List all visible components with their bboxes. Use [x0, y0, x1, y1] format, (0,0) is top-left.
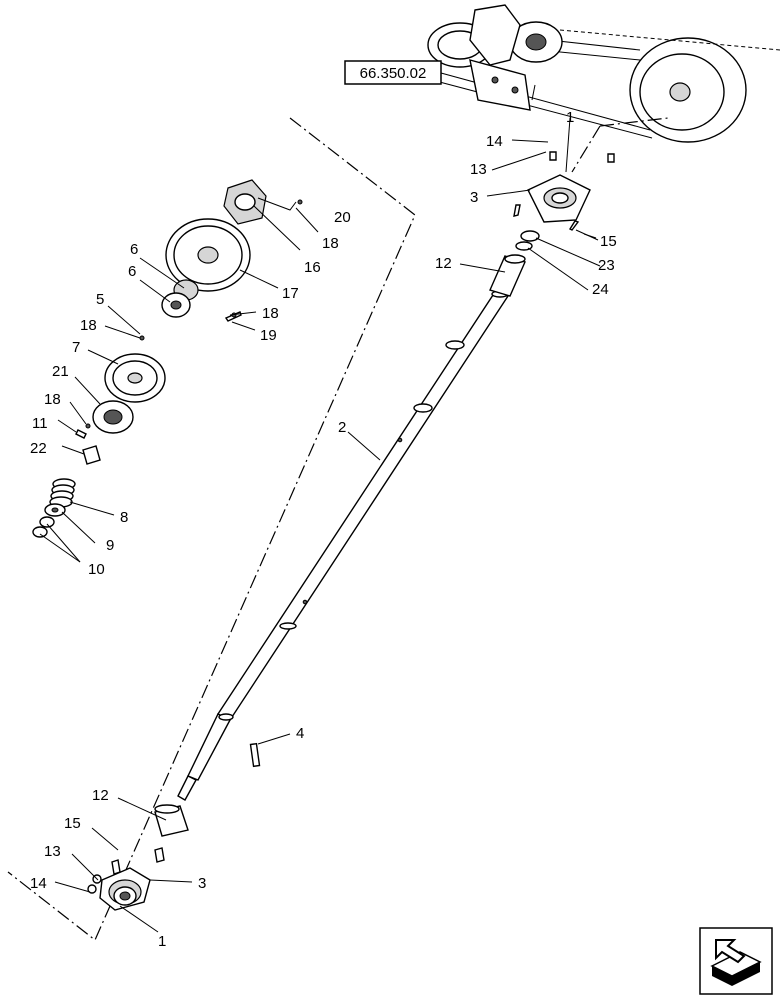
- callout-18-c: 18: [80, 317, 97, 334]
- callout-1-bot: 1: [158, 933, 166, 950]
- callout-16: 16: [304, 259, 321, 276]
- callout-14-bot: 14: [30, 875, 47, 892]
- callout-18-d: 18: [44, 391, 61, 408]
- callout-19: 19: [260, 327, 277, 344]
- callout-4: 4: [296, 725, 304, 742]
- callout-2: 2: [338, 419, 346, 436]
- callout-9: 9: [106, 537, 114, 554]
- reference-number: 66.350.02: [360, 65, 427, 82]
- back-arrow-icon[interactable]: [699, 927, 773, 995]
- callout-13-top: 13: [470, 161, 487, 178]
- callout-20: 20: [334, 209, 351, 226]
- callout-12-bot: 12: [92, 787, 109, 804]
- leader-lines: [39, 117, 601, 933]
- callout-23: 23: [598, 257, 615, 274]
- callout-11: 11: [32, 415, 48, 432]
- callout-1-top: 1: [566, 109, 574, 126]
- callout-18-b: 18: [262, 305, 279, 322]
- callout-6-a: 6: [130, 241, 138, 258]
- callout-17: 17: [282, 285, 299, 302]
- callout-24: 24: [592, 281, 609, 298]
- callout-14-top: 14: [486, 133, 503, 150]
- callout-12-top: 12: [435, 255, 452, 272]
- callout-labels: 1 14 13 3 15 23 24 12 20 18 16 17 18 19 …: [30, 109, 617, 950]
- assembly-boundary-line: [7, 117, 416, 941]
- callout-13-bot: 13: [44, 843, 61, 860]
- left-exploded-parts: [32, 179, 303, 538]
- callout-5: 5: [96, 291, 104, 308]
- callout-18-a: 18: [322, 235, 339, 252]
- bottom-bearing-assembly: [87, 804, 189, 911]
- callout-22: 22: [30, 440, 47, 457]
- callout-21: 21: [52, 363, 69, 380]
- callout-10: 10: [88, 561, 105, 578]
- callout-15-bot: 15: [64, 815, 81, 832]
- reference-link-box[interactable]: 66.350.02: [344, 60, 442, 85]
- callout-3-bot: 3: [198, 875, 206, 892]
- top-bearing-assembly: [489, 151, 615, 297]
- pin-part: [249, 742, 261, 768]
- callout-6-b: 6: [128, 263, 136, 280]
- drive-assembly-illustration: [427, 4, 780, 143]
- main-shaft: [177, 290, 510, 801]
- callout-3-top: 3: [470, 189, 478, 206]
- callout-7: 7: [72, 339, 80, 356]
- callout-8: 8: [120, 509, 128, 526]
- callout-15-top: 15: [600, 233, 617, 250]
